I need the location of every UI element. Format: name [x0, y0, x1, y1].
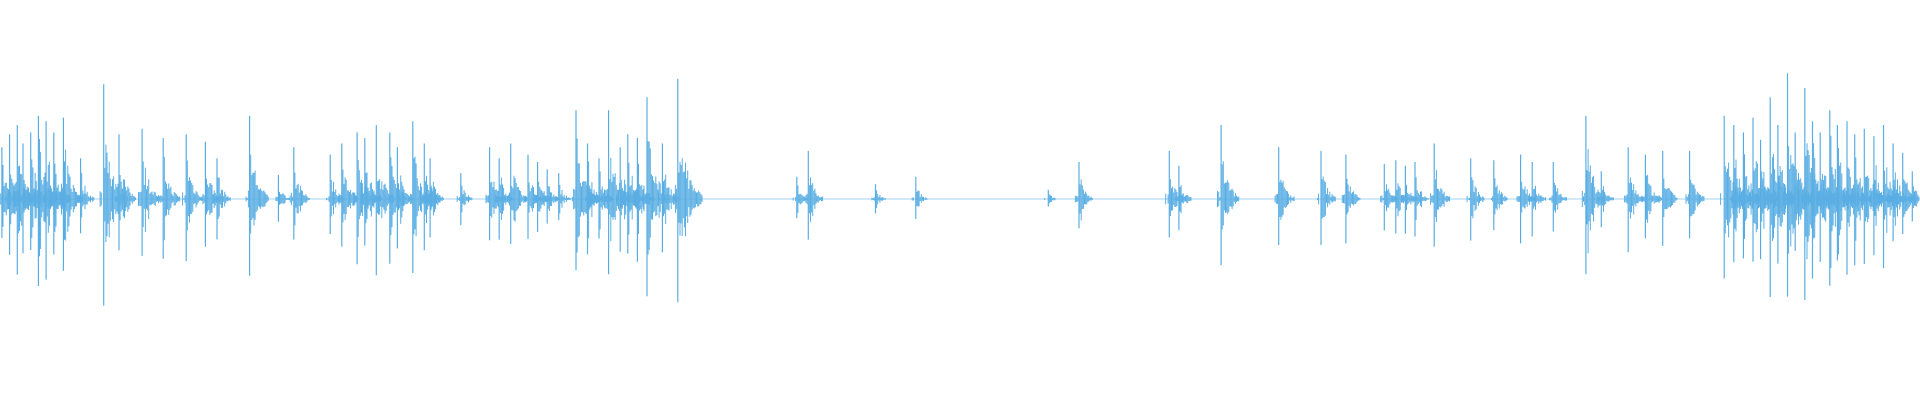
waveform-transient [182, 134, 204, 262]
waveform-transient [159, 137, 181, 259]
waveform-transient [138, 128, 161, 256]
waveform-transient [673, 78, 703, 303]
waveform-transient [212, 158, 231, 240]
waveform-transient [1316, 150, 1336, 245]
waveform-transient [1597, 171, 1614, 228]
waveform-transient [1581, 115, 1606, 275]
waveform-transient [1430, 143, 1451, 247]
waveform-transient [456, 173, 473, 226]
waveform-transient [506, 143, 527, 244]
waveform-transient [1074, 162, 1093, 229]
waveform-transient [372, 125, 395, 276]
waveform-transient [1341, 154, 1361, 244]
waveform-transient [1685, 150, 1705, 239]
waveform-transient [1274, 147, 1295, 245]
waveform-transient [1490, 160, 1508, 231]
waveform-transient [871, 184, 886, 214]
waveform-transient [1879, 125, 1902, 269]
waveform-transient [393, 147, 414, 249]
waveform-transient [1174, 165, 1192, 231]
waveform-transient [1549, 162, 1567, 232]
waveform-transient [1217, 125, 1240, 266]
waveform-transient [1908, 171, 1920, 222]
waveform-peaks [0, 73, 1920, 306]
waveform-transient [275, 174, 290, 222]
waveform-transient [1410, 162, 1429, 237]
waveform-transient [804, 150, 824, 240]
waveform-transient [554, 173, 572, 221]
waveform-transient [1528, 162, 1546, 237]
waveform-transient [245, 115, 269, 276]
waveform-transient [1044, 189, 1056, 207]
waveform-transient [1165, 150, 1185, 238]
waveform-transient [76, 158, 95, 234]
waveform-transient [1466, 158, 1485, 241]
waveform-transient [289, 147, 310, 240]
waveform-transient [1658, 150, 1678, 246]
waveform-transient [1624, 147, 1645, 253]
waveform-transient [114, 134, 136, 251]
waveform-transient [337, 143, 358, 247]
waveform-transient [426, 158, 444, 238]
waveform-transient [911, 176, 928, 219]
waveform-transient [1860, 128, 1883, 264]
waveform-transient [1641, 154, 1661, 239]
